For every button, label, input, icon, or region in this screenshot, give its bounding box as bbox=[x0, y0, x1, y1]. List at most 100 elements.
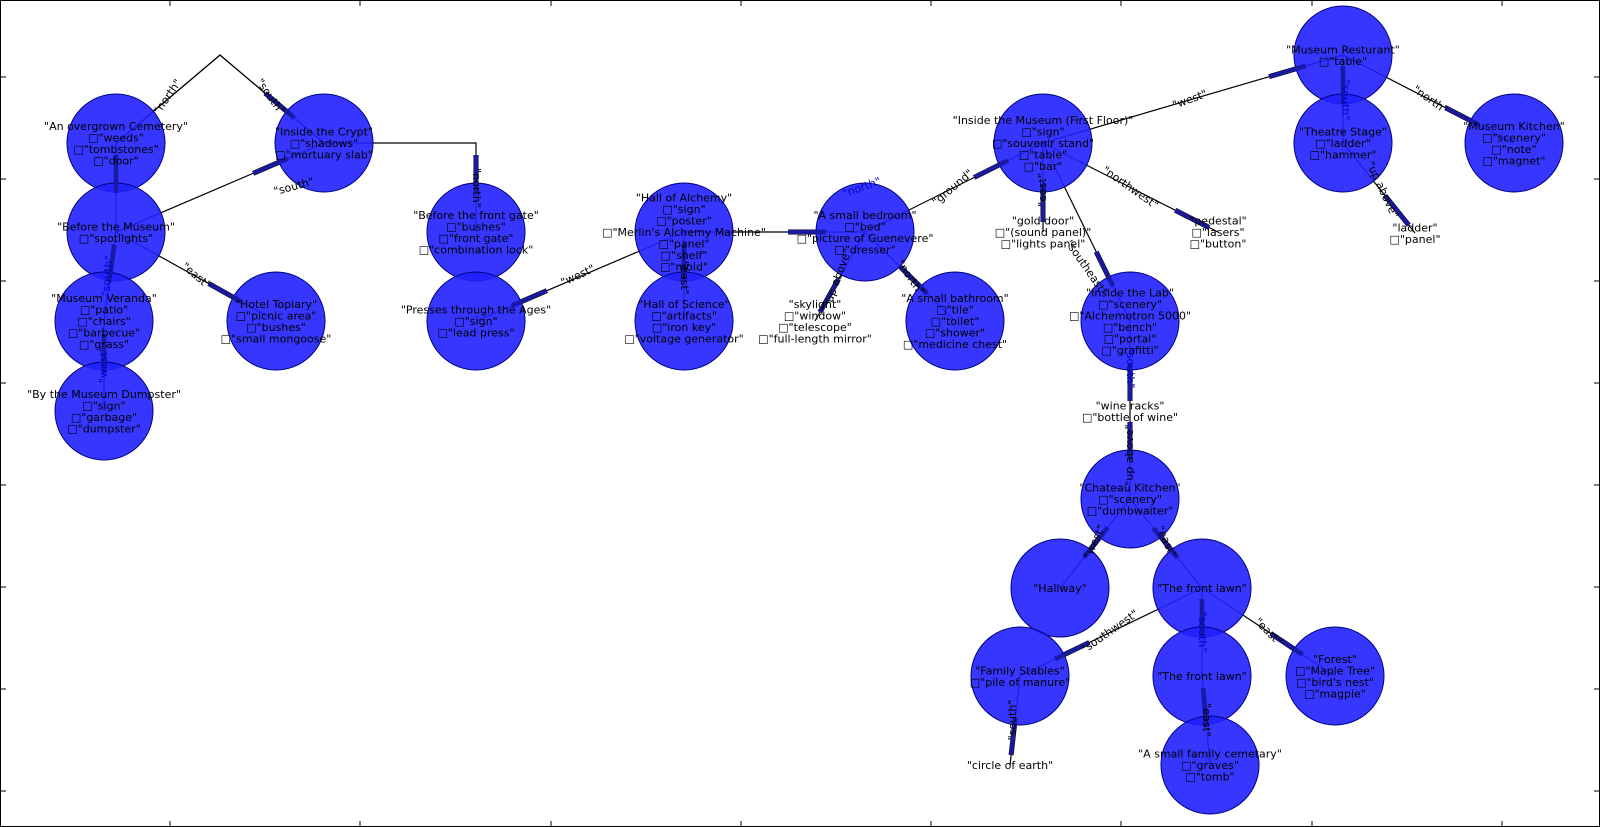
room-item: □"button" bbox=[1190, 238, 1247, 251]
room-node-family-cemetary[interactable] bbox=[1160, 715, 1260, 815]
room-item: □"table" bbox=[1319, 55, 1367, 68]
room-item: □"bar" bbox=[1024, 160, 1063, 173]
room-item: □"lights panel" bbox=[1001, 238, 1086, 251]
room-item: □"full-length mirror" bbox=[758, 332, 872, 345]
room-label-chateau-kitchen: "Chateau Kitchen"□"scenery"□"dumbwaiter" bbox=[1079, 482, 1180, 518]
room-title: "The front lawn" bbox=[1157, 582, 1247, 595]
room-label-pedestal: "pedestal"□"lasers"□"button" bbox=[1189, 215, 1246, 251]
room-label-by-dumpster: "By the Museum Dumpster"□"sign"□"garbage… bbox=[27, 388, 181, 436]
room-node-hallway[interactable] bbox=[1010, 538, 1110, 638]
room-item: □"bottle of wine" bbox=[1082, 411, 1178, 424]
room-label-skylight: "skylight"□"window"□"telescope"□"full-le… bbox=[758, 298, 872, 346]
room-title: "Family Stables" bbox=[975, 664, 1065, 677]
edge-label-el-west-hallway: "west" bbox=[1081, 523, 1108, 561]
room-item: □"combination lock" bbox=[419, 243, 534, 256]
room-title: "Museum Resturant" bbox=[1286, 43, 1400, 56]
room-title: "Inside the Crypt" bbox=[275, 126, 373, 139]
edge-arrow-overlay bbox=[973, 158, 1010, 180]
edge-label-el-northwest-pedestal: "northwest" bbox=[1100, 163, 1161, 211]
room-item: □"mold" bbox=[660, 261, 708, 274]
edge-label-el-south-wine: "south" bbox=[1124, 348, 1137, 389]
room-title: "Hall of Alchemy" bbox=[636, 192, 732, 205]
edge-label-el-east-lawn: "east" bbox=[1153, 524, 1179, 560]
edge-arrow-overlay bbox=[1444, 105, 1481, 127]
room-label-inside-crypt: "Inside the Crypt"□"shadows"□"mortuary s… bbox=[275, 126, 373, 162]
edge-arrow-overlay bbox=[511, 288, 548, 308]
room-item: □"front gate" bbox=[439, 232, 514, 245]
room-item: □"dresser" bbox=[834, 243, 895, 256]
room-item: □"telescope" bbox=[778, 321, 852, 334]
room-label-family-stables: "Family Stables"□"pile of manure" bbox=[970, 664, 1070, 689]
edge-arrow-overlay bbox=[1054, 640, 1091, 661]
edge-label-el-west-dumpster: "west" bbox=[97, 347, 110, 383]
room-label-presses-through-ages: "Presses through the Ages"□"sign"□"lead … bbox=[401, 304, 551, 340]
edge-arrow-overlay bbox=[1082, 526, 1110, 559]
room-item: □"souvenir stand" bbox=[992, 137, 1094, 150]
room-node-inside-crypt[interactable] bbox=[274, 93, 374, 193]
room-label-ladder-loc: "ladder"□"panel" bbox=[1389, 221, 1440, 246]
room-item: □"tile" bbox=[936, 304, 974, 317]
room-item: □"toilet" bbox=[931, 315, 980, 328]
room-title: "Before the Museum" bbox=[57, 220, 175, 233]
room-label-hall-of-science: "Hall of Science"□"artifacts"□"iron key"… bbox=[624, 298, 743, 346]
room-node-presses-through-ages[interactable] bbox=[426, 271, 526, 371]
room-title: "Hotel Topiary" bbox=[235, 298, 317, 311]
edge-label-el-east-cemetary: "east" bbox=[1200, 703, 1213, 737]
room-item: □"sign" bbox=[662, 203, 705, 216]
room-title: "A small bathroom" bbox=[901, 292, 1008, 305]
room-item: □"iron key" bbox=[652, 321, 716, 334]
room-title: "Hall of Science" bbox=[638, 298, 729, 311]
room-item: □"window" bbox=[784, 309, 846, 322]
room-item: □"poster" bbox=[656, 215, 712, 228]
room-item: □"Maple Tree" bbox=[1295, 664, 1375, 677]
room-title: "Museum Kitchen" bbox=[1463, 120, 1565, 133]
room-item: □"pile of manure" bbox=[970, 676, 1070, 689]
edge-label-el-south-veranda: "south" bbox=[99, 255, 116, 297]
room-item: □"scenery" bbox=[1482, 131, 1546, 144]
room-label-circle-of-earth: "circle of earth" bbox=[967, 759, 1053, 772]
edge-label-el-east-gold: "east" bbox=[1036, 173, 1049, 207]
room-item: □"bench" bbox=[1103, 321, 1157, 334]
room-node-small-bathroom[interactable] bbox=[905, 271, 1005, 371]
room-item: □"panel" bbox=[658, 238, 709, 251]
room-item: □"tombstones" bbox=[73, 143, 159, 156]
room-label-hall-of-alchemy: "Hall of Alchemy"□"sign"□"poster"□"Merli… bbox=[602, 192, 766, 274]
edge-arrow-overlay bbox=[818, 278, 841, 314]
room-title: "By the Museum Dumpster" bbox=[27, 388, 181, 401]
room-item: □"bushes" bbox=[246, 321, 306, 334]
room-item: □"bed" bbox=[844, 220, 885, 233]
room-node-museum-kitchen[interactable] bbox=[1464, 93, 1564, 193]
room-label-theatre-stage: "Theatre Stage"□"ladder"□"hammer" bbox=[1299, 126, 1387, 162]
room-title: "Chateau Kitchen" bbox=[1079, 482, 1180, 495]
room-item: □"Alchemotron 5000" bbox=[1069, 309, 1191, 322]
room-label-overgrown-cemetery: "An overgrown Cemetery"□"weeds"□"tombsto… bbox=[44, 120, 188, 168]
room-item: □"graves" bbox=[1181, 759, 1239, 772]
room-title: "ladder" bbox=[1392, 221, 1437, 234]
room-item: □"magpie" bbox=[1304, 687, 1366, 700]
edge-label-el-up-above-chateau: "up above" bbox=[1123, 424, 1136, 485]
room-item: □"medicine chest" bbox=[903, 338, 1007, 351]
room-node-forest[interactable] bbox=[1285, 626, 1385, 726]
room-item: □"shower" bbox=[925, 327, 985, 340]
edge-label-el-north-cemetery: "north" bbox=[151, 77, 184, 117]
room-label-front-lawn-2: "The front lawn" bbox=[1157, 670, 1247, 683]
room-item: □"barbecue" bbox=[68, 327, 140, 340]
room-item: □"portal" bbox=[1104, 332, 1157, 345]
edge-label-el-north-kitchen: "north" bbox=[1410, 83, 1450, 116]
room-title: "Theatre Stage" bbox=[1299, 126, 1387, 139]
room-item: □"grass" bbox=[79, 338, 129, 351]
room-title: "Presses through the Ages" bbox=[401, 304, 551, 317]
room-label-before-front-gate: "Before the front gate"□"bushes"□"front … bbox=[413, 209, 539, 257]
room-label-museum-veranda: "Museum Veranda"□"patio"□"chairs"□"barbe… bbox=[51, 292, 157, 351]
room-item: □"mortuary slab" bbox=[275, 149, 373, 162]
room-item: □"bird's nest" bbox=[1296, 676, 1374, 689]
edge-label-el-north-gate: "north" bbox=[470, 168, 483, 208]
room-label-family-cemetary: "A small family cemetary"□"graves"□"tomb… bbox=[1138, 748, 1282, 784]
room-node-hotel-topiary[interactable] bbox=[226, 271, 326, 371]
edge-label-el-west-rest: "west" bbox=[1171, 87, 1209, 112]
room-node-family-stables[interactable] bbox=[970, 626, 1070, 726]
edge-arrow-overlay bbox=[898, 265, 929, 295]
room-label-before-museum: "Before the Museum"□"spotlights" bbox=[57, 220, 175, 245]
room-title: "The front lawn" bbox=[1157, 670, 1247, 683]
